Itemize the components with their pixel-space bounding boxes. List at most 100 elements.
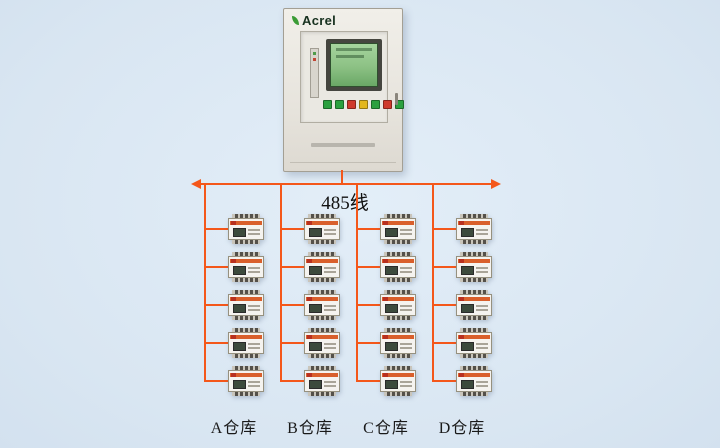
terminal-block-top	[384, 366, 412, 370]
terminal	[477, 278, 481, 282]
panel-button-row	[323, 100, 404, 109]
terminal	[325, 278, 329, 282]
terminal	[472, 392, 476, 396]
terminal-block-top	[460, 252, 488, 256]
terminal	[234, 354, 238, 358]
terminal	[467, 240, 471, 244]
terminal	[320, 366, 324, 370]
bus-stub	[204, 380, 228, 382]
device-module	[228, 366, 264, 396]
bus-branch-line-b	[280, 183, 282, 382]
device-body	[228, 294, 264, 316]
terminal	[254, 278, 258, 282]
marking-line	[400, 267, 412, 269]
cabinet-handle	[395, 93, 398, 105]
marking-line	[324, 343, 336, 345]
bus-stub	[356, 304, 380, 306]
device-module	[304, 290, 340, 320]
device-display	[309, 304, 322, 313]
terminal	[472, 240, 476, 244]
device-display	[309, 342, 322, 351]
terminal	[320, 278, 324, 282]
terminal	[239, 240, 243, 244]
terminal	[462, 278, 466, 282]
terminal	[401, 354, 405, 358]
device-module	[228, 252, 264, 282]
terminal	[310, 278, 314, 282]
device-label-stripe	[230, 373, 262, 377]
terminal	[320, 328, 324, 332]
device-markings	[400, 343, 412, 351]
terminal-block-top	[308, 328, 336, 332]
terminal	[244, 316, 248, 320]
terminal-block-top	[384, 328, 412, 332]
terminal	[401, 316, 405, 320]
terminal	[244, 214, 248, 218]
terminal	[391, 392, 395, 396]
marking-line	[476, 305, 488, 307]
bus-stub	[432, 380, 456, 382]
device-display	[233, 304, 246, 313]
terminal	[472, 278, 476, 282]
terminal	[234, 240, 238, 244]
terminal	[386, 252, 390, 256]
terminal	[239, 392, 243, 396]
terminal	[477, 214, 481, 218]
terminal	[254, 316, 258, 320]
device-markings	[248, 267, 260, 275]
marking-line	[476, 271, 488, 273]
terminal	[462, 214, 466, 218]
bus-stub	[356, 380, 380, 382]
bus-stub	[204, 342, 228, 344]
terminal	[254, 392, 258, 396]
device-body	[304, 370, 340, 392]
terminal	[310, 328, 314, 332]
device-display	[309, 266, 322, 275]
terminal	[239, 366, 243, 370]
device-display	[309, 380, 322, 389]
terminal	[391, 252, 395, 256]
control-cabinet: Acrel	[283, 8, 404, 172]
terminal	[320, 354, 324, 358]
terminal	[330, 392, 334, 396]
device-body	[380, 218, 416, 240]
terminal	[310, 392, 314, 396]
device-body	[456, 370, 492, 392]
terminal	[249, 290, 253, 294]
terminal	[396, 290, 400, 294]
terminal	[406, 354, 410, 358]
device-module	[304, 252, 340, 282]
terminal-block-bottom	[308, 240, 336, 244]
terminal	[310, 214, 314, 218]
device-display	[385, 380, 398, 389]
device-body	[456, 256, 492, 278]
terminal	[310, 354, 314, 358]
terminal	[325, 328, 329, 332]
device-markings	[476, 381, 488, 389]
bus-stub	[356, 342, 380, 344]
device-module	[304, 328, 340, 358]
terminal	[462, 290, 466, 294]
marking-line	[400, 229, 412, 231]
device-label-stripe	[306, 221, 338, 225]
terminal-block-bottom	[384, 278, 412, 282]
terminal-block-top	[232, 366, 260, 370]
device-body	[380, 370, 416, 392]
panel-button	[359, 100, 368, 109]
terminal-block-bottom	[232, 392, 260, 396]
terminal-block-top	[232, 214, 260, 218]
device-module	[228, 328, 264, 358]
terminal	[477, 354, 481, 358]
terminal	[477, 392, 481, 396]
terminal	[462, 392, 466, 396]
bus-arrow-right-icon	[491, 179, 501, 189]
device-module	[456, 328, 492, 358]
marking-line	[476, 233, 488, 235]
terminal-block-top	[460, 290, 488, 294]
terminal	[249, 328, 253, 332]
terminal	[249, 240, 253, 244]
bus-stub	[280, 228, 304, 230]
device-markings	[324, 305, 336, 313]
warehouse-label-d: D仓库	[438, 420, 486, 437]
